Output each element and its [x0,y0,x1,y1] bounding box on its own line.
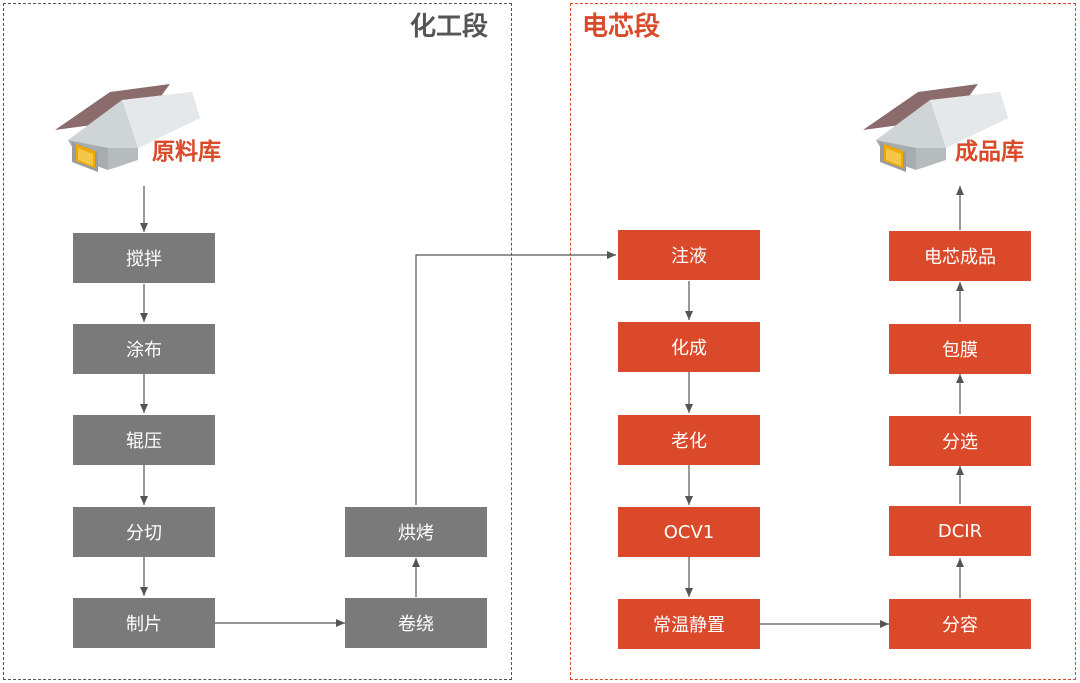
cell-section-title: 电芯段 [582,12,661,42]
step-ocv: OCV1 [618,507,760,557]
step-product: 电芯成品 [889,231,1031,281]
step-form: 化成 [618,322,760,372]
warehouse-icon [55,84,200,172]
step-roll: 辊压 [73,415,215,465]
warehouse-icon [863,84,1008,172]
raw-warehouse-label: 原料库 [152,139,221,165]
step-wind: 卷绕 [345,598,487,648]
step-wrap: 包膜 [889,324,1031,374]
step-sort: 分选 [889,416,1031,466]
step-bake: 烘烤 [345,507,487,557]
step-rest: 常温静置 [618,599,760,649]
step-age: 老化 [618,415,760,465]
step-dcir: DCIR [889,506,1031,556]
step-grade: 分容 [889,599,1031,649]
chemical-section [3,3,512,680]
step-stir: 搅拌 [73,233,215,283]
step-tab: 制片 [73,598,215,648]
cell-section [570,3,1076,680]
chemical-section-title: 化工段 [410,12,489,42]
step-inject: 注液 [618,230,760,280]
step-slit: 分切 [73,507,215,557]
finished-warehouse-label: 成品库 [955,139,1024,165]
step-coat: 涂布 [73,324,215,374]
